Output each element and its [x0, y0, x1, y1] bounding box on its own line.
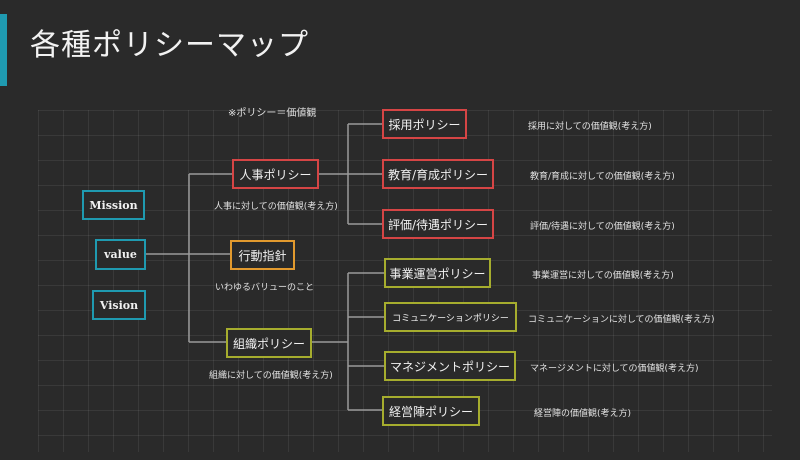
saiyou-policy-box: 採用ポリシー [382, 109, 467, 139]
koudou-shishin-caption: いわゆるバリューのこと [215, 283, 315, 293]
communication-policy-desc: コミュニケーションに対しての価値観(考え方) [528, 315, 715, 325]
keieijin-policy-box: 経営陣ポリシー [382, 396, 480, 426]
kyouiku-policy-box: 教育/育成ポリシー [382, 159, 494, 189]
jinji-policy-box: 人事ポリシー [232, 159, 319, 189]
kyouiku-policy-desc: 教育/育成に対しての価値観(考え方) [530, 172, 675, 182]
hyouka-policy-box: 評価/待遇ポリシー [382, 209, 494, 239]
jigyou-policy-box: 事業運営ポリシー [384, 258, 491, 288]
management-policy-desc: マネージメントに対しての価値観(考え方) [530, 364, 699, 374]
jinji-policy-caption: 人事に対しての価値観(考え方) [214, 202, 338, 212]
communication-policy-box: コミュニケーションポリシー [384, 302, 517, 332]
soshiki-policy-caption: 組織に対しての価値観(考え方) [209, 371, 333, 381]
value-box: value [95, 239, 146, 270]
policy-definition-note: ※ポリシー＝価値観 [228, 108, 317, 119]
mission-box: Mission [82, 190, 145, 220]
hyouka-policy-desc: 評価/待遇に対しての価値観(考え方) [530, 222, 675, 232]
saiyou-policy-desc: 採用に対しての価値観(考え方) [528, 122, 652, 132]
management-policy-box: マネジメントポリシー [384, 351, 516, 381]
vision-box: Vision [92, 290, 146, 320]
page-title: 各種ポリシーマップ [30, 28, 309, 63]
koudou-shishin-box: 行動指針 [230, 240, 295, 270]
soshiki-policy-box: 組織ポリシー [226, 328, 312, 358]
title-accent-bar [0, 14, 7, 86]
jigyou-policy-desc: 事業運営に対しての価値観(考え方) [532, 271, 674, 281]
keieijin-policy-desc: 経営陣の価値観(考え方) [534, 409, 632, 419]
